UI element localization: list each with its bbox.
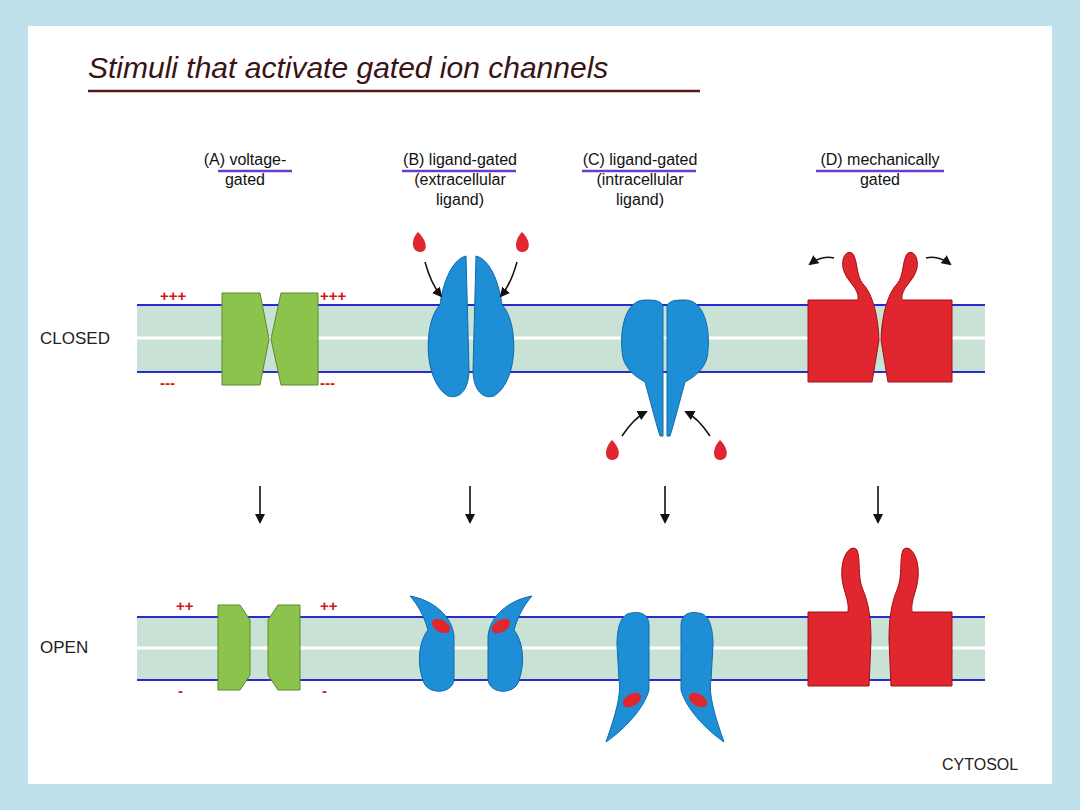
channel-type-heading: (D) mechanically gated	[800, 150, 960, 190]
ligand-channel-intracellular-closed	[622, 300, 709, 436]
voltage-channel-open	[218, 605, 300, 690]
state-label: OPEN	[40, 638, 88, 658]
channel-type-heading: (B) ligand-gated (extracellular ligand)	[392, 150, 528, 210]
charge-sign: ---	[160, 374, 175, 392]
transition-arrows	[260, 486, 878, 522]
stretch-arrows	[810, 257, 950, 264]
charge-sign: ---	[320, 374, 335, 392]
ligand-intracellular	[606, 412, 727, 460]
charge-sign: +++	[160, 287, 186, 305]
charge-sign: -	[178, 682, 183, 700]
ligand-channel-extracellular-closed	[428, 256, 514, 397]
charge-sign: -	[322, 682, 327, 700]
ligand-channel-extracellular-open	[410, 596, 532, 691]
charge-sign: ++	[320, 597, 338, 615]
diagram-title: Stimuli that activate gated ion channels	[88, 50, 608, 86]
voltage-channel-closed	[222, 293, 318, 385]
channel-type-heading: (A) voltage-gated	[185, 150, 305, 190]
charge-sign: +++	[320, 287, 346, 305]
state-label: CLOSED	[40, 329, 110, 349]
ligand-extracellular	[413, 232, 529, 296]
region-label: CYTOSOL	[942, 755, 1018, 774]
mechanical-channel-closed	[808, 252, 952, 382]
mechanical-channel-open	[808, 548, 952, 686]
ligand-channel-intracellular-open	[606, 613, 724, 743]
bound-ligand-extracellular	[429, 616, 512, 636]
bound-ligand-intracellular	[620, 690, 709, 710]
title-underline	[88, 90, 700, 93]
charge-sign: ++	[176, 597, 194, 615]
header-underlines	[218, 170, 944, 173]
channel-type-heading: (C) ligand-gated (intracellular ligand)	[572, 150, 708, 210]
